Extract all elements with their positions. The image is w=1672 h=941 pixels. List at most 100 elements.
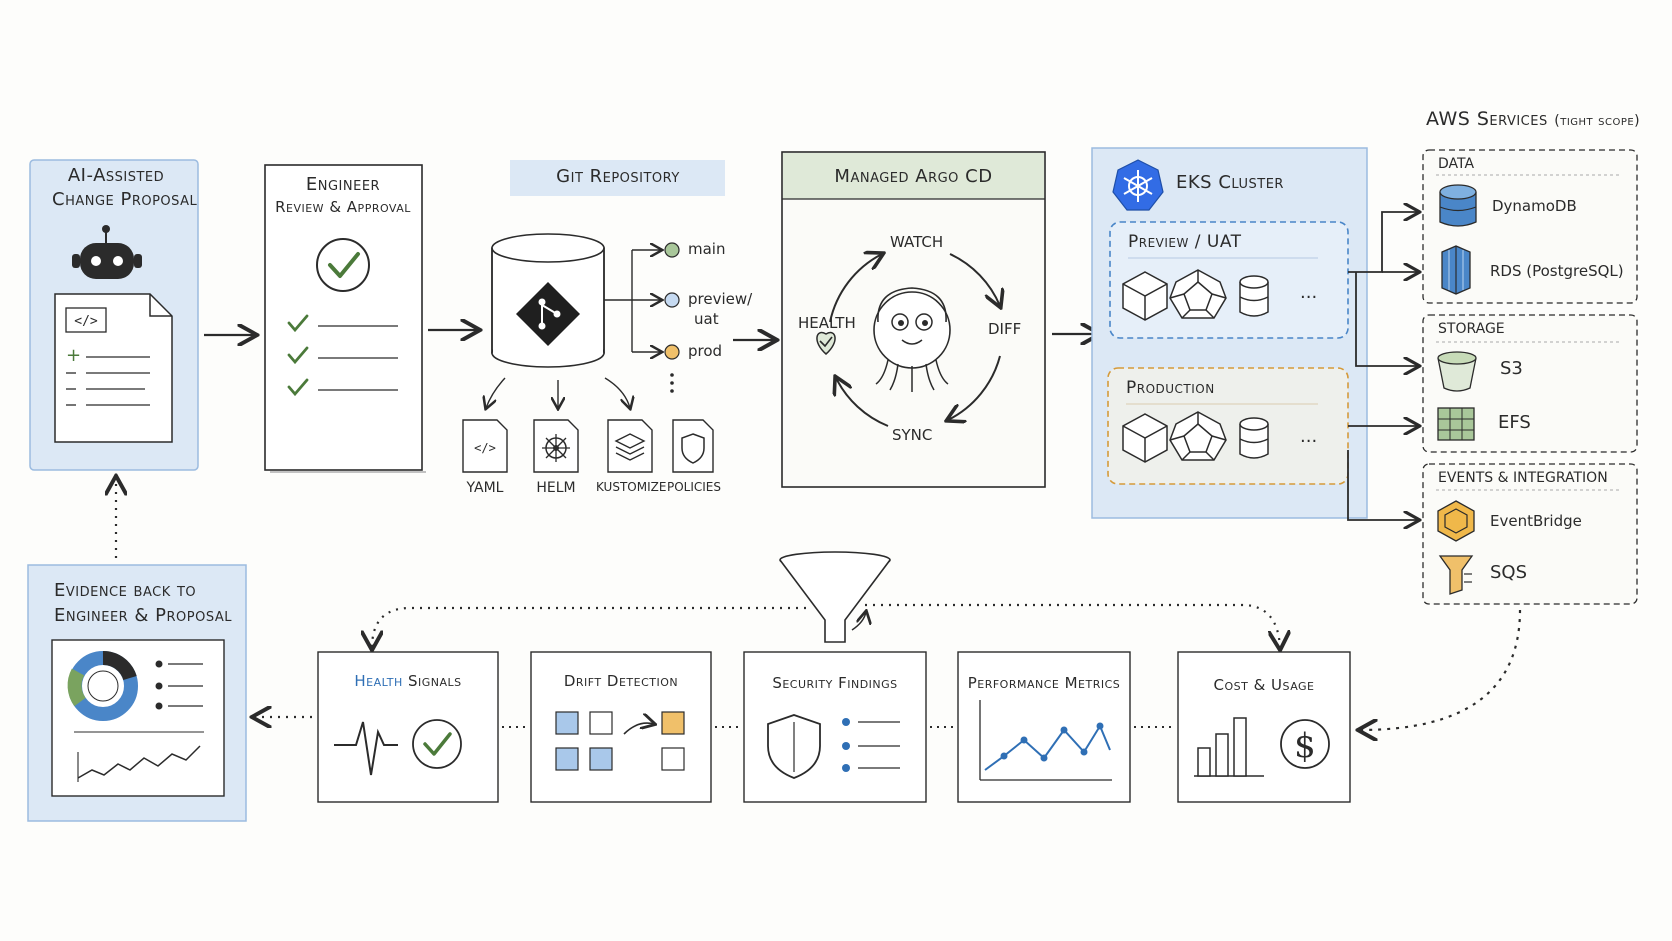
review-title-line2: Review & Approval: [275, 198, 411, 216]
policies-file-icon: [672, 419, 714, 473]
robot-icon: [72, 225, 142, 279]
preview-polyhedron-icon: [1169, 269, 1227, 319]
evidence-title: Evidence back to Engineer & Proposal: [54, 578, 232, 628]
cost-usage-title: Cost & Usage: [1213, 676, 1315, 694]
production-database-icon: [1239, 417, 1269, 459]
svg-text:$: $: [1294, 726, 1316, 766]
cost-bar-chart-icon: [1194, 717, 1264, 777]
branch-preview-label: preview/: [688, 290, 753, 308]
rds-label: RDS (PostgreSQL): [1490, 262, 1624, 280]
argo-cycle-arrows: [829, 254, 1000, 427]
preview-cube-icon: [1122, 271, 1168, 321]
kubernetes-icon: [1112, 159, 1164, 211]
drift-detection-title: Drift Detection: [563, 672, 679, 690]
aws-data-title: DATA: [1438, 156, 1475, 172]
review-panel: [264, 164, 426, 473]
production-cube-icon: [1122, 413, 1168, 463]
production-label: Production: [1126, 378, 1215, 398]
aws-title: AWS Services (tight scope): [1426, 108, 1640, 130]
sqs-label: SQS: [1490, 562, 1528, 583]
donut-chart-icon: [67, 650, 138, 721]
legend-list-icon: [155, 660, 203, 710]
proposal-title-line2: Change Proposal: [52, 189, 198, 210]
sqs-icon: [1438, 555, 1474, 595]
feedback-loop-dotted: [372, 603, 1280, 648]
security-shield-icon: [767, 714, 821, 779]
efs-icon: [1437, 407, 1475, 441]
heartbeat-icon: [334, 721, 398, 776]
argo-watch-label: WATCH: [890, 233, 944, 251]
dynamodb-label: DynamoDB: [1492, 197, 1577, 215]
branch-prod-label: prod: [688, 342, 723, 360]
evidence-title-line1: Evidence back to: [54, 580, 197, 601]
funnel-icon: [779, 551, 891, 643]
aws-events-title: EVENTS & INTEGRATION: [1438, 470, 1608, 486]
rds-icon: [1441, 245, 1471, 295]
kustomize-file-icon: [607, 419, 653, 473]
branch-uat-label: uat: [694, 310, 719, 328]
arrow-aws-to-cost: [1360, 609, 1522, 730]
argo-octopus-icon: [873, 287, 951, 392]
branch-main-dot: [664, 242, 680, 258]
production-more-label: ...: [1300, 426, 1318, 447]
eventbridge-label: EventBridge: [1490, 512, 1582, 530]
s3-label: S3: [1500, 358, 1523, 379]
yaml-file-icon: </>: [462, 419, 508, 473]
findings-list-icon: [842, 718, 900, 772]
helm-file-icon: [533, 419, 579, 473]
artifact-policies-label: POLICIES: [666, 480, 722, 494]
performance-metrics-title: Performance Metrics: [967, 674, 1121, 692]
dollar-icon: $: [1280, 719, 1330, 769]
health-heart-icon: [816, 331, 836, 355]
health-check-icon: [412, 719, 462, 769]
aws-storage-group: [1422, 314, 1638, 453]
health-signals-title-part1: Health: [354, 672, 403, 690]
git-title-highlight: [510, 160, 725, 196]
aws-storage-title: STORAGE: [1438, 321, 1505, 337]
dynamodb-icon: [1439, 184, 1477, 227]
s3-bucket-icon: [1437, 351, 1477, 392]
evidence-title-line2: Engineer & Proposal: [54, 605, 232, 626]
git-repository-icon: [491, 233, 605, 368]
eks-to-aws-connectors: [1347, 212, 1418, 520]
svg-text:</>: </>: [74, 314, 98, 329]
performance-line-chart-icon: [979, 700, 1112, 781]
health-signals-title-part2: Signals: [402, 672, 462, 690]
git-artifact-arrows: [486, 377, 630, 408]
eks-title: EKS Cluster: [1176, 172, 1284, 193]
proposal-title: AI-Assisted Change Proposal: [52, 164, 198, 212]
branch-prod-dot: [664, 344, 680, 360]
health-signals-title: Health Signals: [318, 672, 498, 690]
aws-events-group: [1422, 463, 1638, 605]
argo-diff-label: DIFF: [988, 320, 1022, 338]
production-polyhedron-icon: [1169, 411, 1227, 461]
argo-sync-label: SYNC: [892, 426, 933, 444]
approval-check-icon: [316, 238, 370, 292]
proposal-title-line1: AI-Assisted: [67, 165, 165, 186]
trend-sparkline-icon: [74, 731, 204, 782]
artifact-yaml-label: YAML: [466, 480, 504, 496]
aws-data-group: [1422, 149, 1638, 304]
efs-label: EFS: [1498, 412, 1531, 433]
preview-uat-label: Preview / UAT: [1128, 232, 1242, 252]
drift-grid-icon: [555, 711, 685, 771]
security-findings-title: Security Findings: [772, 674, 898, 692]
artifact-kustomize-label: KUSTOMIZE: [596, 480, 667, 494]
artifact-helm-label: HELM: [536, 480, 576, 496]
branch-lines: [604, 250, 661, 352]
preview-database-icon: [1239, 275, 1269, 317]
branch-preview-dot: [664, 292, 680, 308]
argo-title: Managed Argo CD: [834, 166, 993, 187]
proposal-document-icon: </> +: [54, 293, 173, 443]
branch-main-label: main: [688, 240, 726, 258]
eventbridge-icon: [1437, 500, 1475, 542]
git-title: Git Repository: [556, 166, 680, 187]
review-title: Engineer Review & Approval: [268, 174, 418, 218]
review-title-line1: Engineer: [305, 174, 381, 195]
aws-scope-text: (tight scope): [1554, 113, 1641, 129]
preview-uat-group: [1109, 221, 1349, 339]
checklist-icon: [287, 314, 398, 397]
aws-title-text: AWS Services: [1426, 108, 1548, 130]
branch-more-dots: [670, 373, 674, 393]
